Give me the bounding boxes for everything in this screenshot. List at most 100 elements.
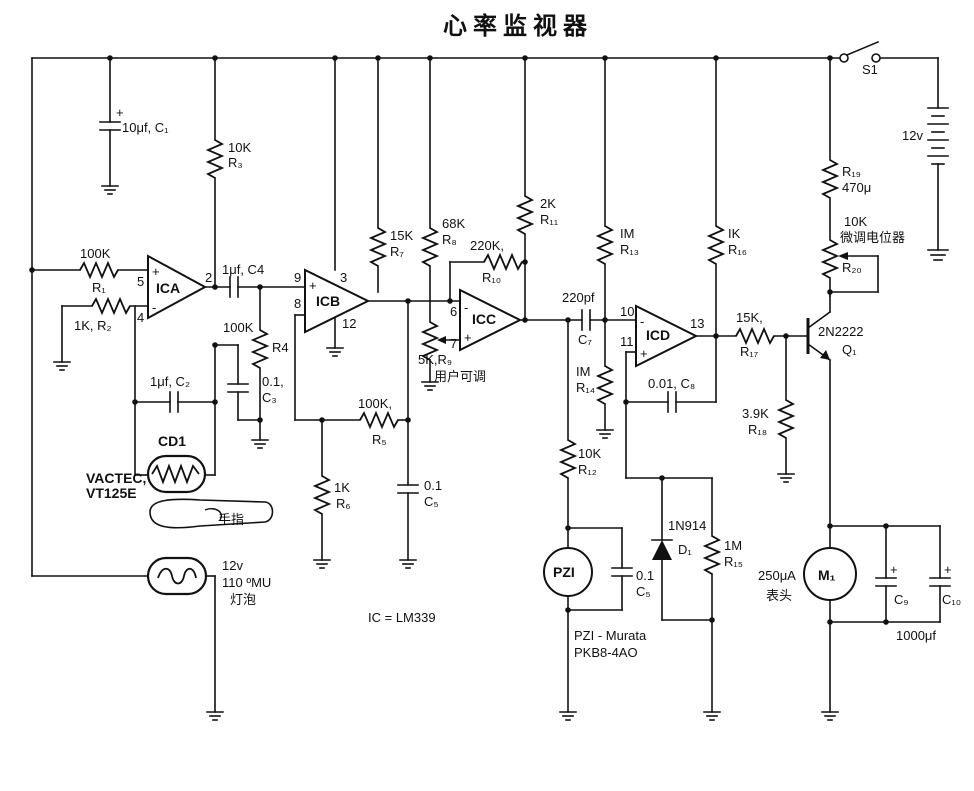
resistor-r3: 10K R₃ (205, 57, 251, 286)
r6-value: 1K (334, 480, 350, 495)
rail-junctions (29, 55, 719, 273)
vactec-label: VACTEC, (86, 470, 146, 486)
icb-pin3: 3 (340, 270, 347, 285)
meter-label: 表头 (766, 589, 792, 604)
r5-value: 100K, (358, 396, 392, 411)
r13-value: IM (620, 226, 634, 241)
ic-note: IC = LM339 (368, 610, 436, 625)
svg-text:+: + (152, 264, 160, 279)
r8-label: R₈ (442, 232, 457, 247)
r6-label: R₆ (336, 496, 351, 511)
icb-pin9: 9 (294, 270, 301, 285)
opamp-icb: + ICB 9 8 3 12 (294, 55, 461, 421)
lamp-rating: 110 ºMU (222, 575, 271, 590)
r19-label: R₁₉ (842, 164, 861, 179)
r2-label: 1K, R₂ (74, 318, 112, 333)
r18-value: 3.9K (742, 406, 769, 421)
resistor-r8-pot-r9: 68K R₈ 5K,R₉ 用户可调 (418, 57, 486, 391)
switch-s1: S1 (839, 40, 881, 77)
capacitor-c3: 0.1, C₃ (214, 344, 284, 423)
icb-pin12: 12 (342, 316, 356, 331)
r8-value: 68K (442, 216, 465, 231)
svg-text:-: - (152, 300, 156, 315)
r7-value: 15K (390, 228, 413, 243)
r14-label: R₁₄ (576, 380, 595, 395)
pzi-note: PZI - Murata (574, 628, 647, 643)
svg-text:+: + (890, 562, 898, 577)
battery: 12v (902, 57, 949, 261)
capacitor-c8: 0.01, C₈ (623, 335, 717, 413)
c9-label: C₉ (894, 592, 909, 607)
ica-pin5: 5 (137, 274, 144, 289)
resistor-r7: 15K R₇ (368, 57, 413, 293)
icd-pin11: 11 (620, 334, 634, 349)
r16-value: IK (728, 226, 741, 241)
r5-label: R₅ (372, 432, 387, 447)
r10-value: 220K, (470, 238, 504, 253)
resistor-r17-r18: 15K, R₁₇ 3.9K R₁₈ (735, 310, 809, 483)
capacitor-c1: + 10μf, C₁ (99, 57, 169, 195)
r14-value: IM (576, 364, 590, 379)
c5b-label: C₅ (636, 584, 651, 599)
icc-label: ICC (472, 311, 496, 327)
svg-text:+: + (116, 105, 124, 120)
c2-label: 1μf, C₂ (150, 374, 190, 389)
r20-note: 微调电位器 (840, 231, 905, 246)
diagram-title: 心率监视器 (443, 12, 593, 40)
finger-label: 手指 (218, 513, 244, 528)
r3-label: R₃ (228, 155, 243, 170)
r20-value: 10K (844, 214, 867, 229)
icb-pin8: 8 (294, 296, 301, 311)
r12-label: R₁₂ (578, 462, 597, 477)
c3-value: 0.1, (262, 374, 284, 389)
icc-pin7: 7 (450, 336, 457, 351)
pzi-model: PKB8-4AO (574, 645, 638, 660)
svg-text:+: + (309, 278, 317, 293)
d1-value: 1N914 (668, 518, 706, 533)
diode-d1-r15: 1N914 D₁ 1M R₁₅ (625, 475, 743, 721)
r18-label: R₁₈ (748, 422, 767, 437)
icd-label: ICD (646, 327, 670, 343)
ica-pin4: 4 (137, 310, 144, 325)
r7-label: R₇ (390, 244, 404, 259)
m1-label: M₁ (818, 567, 836, 583)
c8-label: 0.01, C₈ (648, 376, 695, 391)
r9-note: 用户可调 (434, 369, 486, 385)
capacitor-c2: 1μf, C₂ (132, 342, 218, 476)
r3-value: 10K (228, 140, 251, 155)
capacitor-c7: 220pf C₇ (562, 290, 637, 347)
svg-text:-: - (464, 300, 468, 315)
opamp-icc: - + ICC 6 7 220K, R₁₀ 2K R₁₁ (447, 55, 583, 352)
icb-label: ICB (316, 293, 340, 309)
r9-label: 5K,R₉ (418, 352, 452, 367)
c5a-value: 0.1 (424, 478, 442, 493)
c5b-value: 0.1 (636, 568, 654, 583)
d1-label: D₁ (678, 542, 692, 557)
r16-label: R₁₆ (728, 242, 747, 257)
finger-icon: 手指 (149, 498, 274, 529)
r17-value: 15K, (736, 310, 763, 325)
icd-pin10: 10 (620, 304, 634, 319)
resistor-r19-r20: R₁₉ 470μ 10K 微调电位器 R₂₀ (820, 55, 905, 297)
capacitor-c4: 1μf, C4 (222, 262, 306, 298)
c10-label: C₁₀ (942, 592, 961, 607)
c3-label: C₃ (262, 390, 277, 405)
icc-pin6: 6 (450, 304, 457, 319)
lamp-label: 灯泡 (230, 593, 256, 608)
capacitors-c9-c10: + C₉ + C₁₀ 1000μf (875, 525, 961, 643)
svg-text:+: + (464, 330, 472, 345)
r12-value: 10K (578, 446, 601, 461)
resistor-r13-r14: IM R₁₃ IM R₁₄ (576, 57, 639, 439)
c5a-label: C₅ (424, 494, 439, 509)
svg-text:+: + (944, 562, 952, 577)
photocell-cd1: CD1 VACTEC, VT125E (86, 433, 216, 501)
resistor-r16: IK R₁₆ (706, 57, 747, 337)
meter-value: 250μA (758, 568, 796, 583)
icd-pin13: 13 (690, 316, 704, 331)
icb-feedback-network: 100K, R₅ 1K R₆ 0.1 C₅ (294, 300, 442, 569)
battery-label: 12v (902, 128, 923, 143)
vactec-model: VT125E (86, 485, 137, 501)
ica-label: ICA (156, 280, 180, 296)
r11-label: R₁₁ (540, 212, 559, 227)
r13-label: R₁₃ (620, 242, 639, 257)
